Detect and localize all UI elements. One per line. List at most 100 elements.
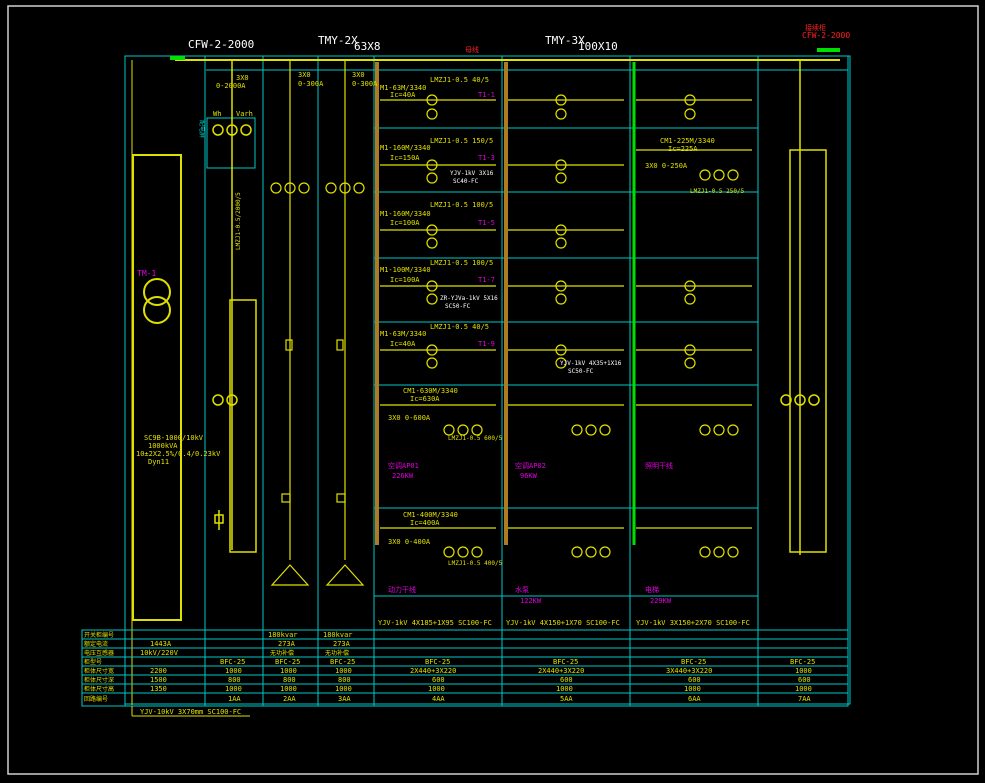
table-cell: 1000 xyxy=(428,685,445,693)
capacitor-column-1 xyxy=(270,60,310,586)
table-cell: 273A xyxy=(278,640,296,648)
table-cell: BFC-25 xyxy=(220,658,245,666)
table-cell: 600 xyxy=(688,676,701,684)
bus-1-sub: 63X8 xyxy=(354,40,381,53)
feeder-4-ct: LMZJ1-0.5 100/5 xyxy=(430,259,493,267)
table-col-first: BFC-25 1000 800 1000 1AA xyxy=(220,658,245,703)
load-4: 229KW xyxy=(650,597,672,605)
cable-note-2: ZR-YJVa-1kV 5X16 xyxy=(440,295,498,302)
large-breaker-1-meter: 3X0 0-600A xyxy=(388,414,431,422)
title-left: CFW-2-2000 xyxy=(188,38,254,51)
feeder-3-ct: LMZJ1-0.5 100/5 xyxy=(430,201,493,209)
table-row-label: 柜体尺寸宽 xyxy=(84,667,114,675)
table-cell: 180kvar xyxy=(268,631,298,639)
table-cell: 4AA xyxy=(432,695,445,703)
table-cell: 600 xyxy=(798,676,811,684)
transformer-name: TM-1 xyxy=(137,269,156,278)
incoming-section xyxy=(124,55,848,705)
title-right: CFW-2-2000 xyxy=(802,31,850,40)
table-cell: 1000 xyxy=(556,685,573,693)
feeder-3-ic: Ic=100A xyxy=(390,219,420,227)
cap-2-ammeter: 3X0 xyxy=(352,71,365,79)
table-row-label: 柜体尺寸高 xyxy=(84,685,114,693)
load-3: 122KW xyxy=(520,597,542,605)
note-3: 照明干线 xyxy=(645,461,673,470)
large-breaker-3-label: CM1-225M/3340 xyxy=(660,137,715,145)
cap-1-ammeter: 3X0 xyxy=(298,71,311,79)
table-col-6: BFC-25 1000 600 1000 7AA xyxy=(790,658,815,703)
large-breaker-3-ic: Ic=225A xyxy=(668,145,698,153)
feeder-1-tag: T1-1 xyxy=(478,91,495,99)
large-breaker-1-ic: Ic=630A xyxy=(410,395,440,403)
table-row-label: 开关柜编号 xyxy=(84,631,114,639)
large-breaker-2-meter: 3X0 0-400A xyxy=(388,538,431,546)
table-cell: 1000 xyxy=(280,667,297,675)
table-cell: 3X440+3X220 xyxy=(666,667,712,675)
table-cell: BFC-25 xyxy=(553,658,578,666)
table-cell: 1500 xyxy=(150,676,167,684)
table-cell: 无功补偿 xyxy=(325,649,349,657)
table-col-1: 180kvar 273A 无功补偿 BFC-25 1000 800 1000 2… xyxy=(268,631,300,703)
note-1: 空调AP01 xyxy=(388,461,419,470)
feeder-2-label: M1-160M/3340 xyxy=(380,144,431,152)
cable-note-2-sub: SC50-FC xyxy=(445,303,471,310)
cap-2-range: 0-300A xyxy=(352,80,378,88)
large-breaker-3-ct: LMZJ1-0.5 250/5 xyxy=(690,188,745,195)
table-cell: 273A xyxy=(333,640,351,648)
table-row-label: 电压互感器 xyxy=(84,649,114,657)
feeder-5-label: M1-63M/3340 xyxy=(380,330,426,338)
table-col-4: BFC-25 2X440+3X220 600 1000 5AA xyxy=(538,658,584,703)
cable-note-3-sub: SC50-FC xyxy=(568,368,594,375)
table-row-label: 柜体尺寸深 xyxy=(84,676,114,684)
table-cell: BFC-25 xyxy=(275,658,300,666)
load-1: 226KW xyxy=(392,472,414,480)
load-2: 96KW xyxy=(520,472,538,480)
table-cell: 1000 xyxy=(225,685,242,693)
feeder-2-ct: LMZJ1-0.5 150/5 xyxy=(430,137,493,145)
transformer: TM-1 SC9B-1000/10kV 1000kVA 10±2X2.5%/0.… xyxy=(132,154,221,621)
cable-note-1: YJV-1kV 3X16 xyxy=(450,170,494,177)
table-cell: BFC-25 xyxy=(330,658,355,666)
transformer-spec-4: Dyn11 xyxy=(148,458,169,466)
table-cell: BFC-25 xyxy=(681,658,706,666)
bottom-cable-3: YJV-1kV 3X150+2X70 SC100-FC xyxy=(636,619,750,627)
bottom-cable-2: YJV-1kV 4X150+1X70 SC100-FC xyxy=(506,619,620,627)
feeder-2-tag: T1-3 xyxy=(478,154,495,162)
table-cell: 2X440+3X220 xyxy=(410,667,456,675)
transformer-spec-2: 1000kVA xyxy=(148,442,178,450)
cable-note-1-sub: SC40-FC xyxy=(453,178,479,185)
table-cell: 1000 xyxy=(225,667,242,675)
table-cell: 6AA xyxy=(688,695,701,703)
table-cell: 3AA xyxy=(338,695,351,703)
bus-1-label: TMY-2X xyxy=(318,34,358,47)
feeder-4-tag: T1-7 xyxy=(478,276,495,284)
note-4: 动力干线 xyxy=(388,585,416,594)
feeder-2-ic: Ic=150A xyxy=(390,154,420,162)
feeder-1-ct: LMZJ1-0.5 40/5 xyxy=(430,76,489,84)
spec-table xyxy=(81,629,849,707)
feeder-symbols xyxy=(380,94,752,558)
bus-mid-note: 母线 xyxy=(465,45,479,54)
large-breaker-1-label: CM1-630M/3340 xyxy=(403,387,458,395)
table-cell: 1000 xyxy=(335,685,352,693)
table-cell: 1000 xyxy=(335,667,352,675)
bus-2-sub: 100X10 xyxy=(578,40,618,53)
outgoing-column xyxy=(780,60,827,555)
incoming-column xyxy=(212,60,257,553)
large-breaker-3-meter: 3X0 0-250A xyxy=(645,162,688,170)
table-col-a: 1443A 10kV/220V 2200 1500 1350 xyxy=(140,640,179,693)
transformer-spec-1: SC9B-1000/10kV xyxy=(144,434,204,442)
table-cell: 1AA xyxy=(228,695,241,703)
cap-1-range: 0-300A xyxy=(298,80,324,88)
table-cell: 2X440+3X220 xyxy=(538,667,584,675)
incoming-ct: LMZJ1-0.5/2000/5 xyxy=(235,192,242,250)
table-cell: 1000 xyxy=(280,685,297,693)
table-cell: 7AA xyxy=(798,695,811,703)
feeder-grid xyxy=(373,55,849,705)
table-cell: 10kV/220V xyxy=(140,649,179,657)
note-6: 电梯 xyxy=(645,585,659,594)
table-cell: 180kvar xyxy=(323,631,353,639)
table-cell: 1350 xyxy=(150,685,167,693)
table-cell: 2200 xyxy=(150,667,167,675)
